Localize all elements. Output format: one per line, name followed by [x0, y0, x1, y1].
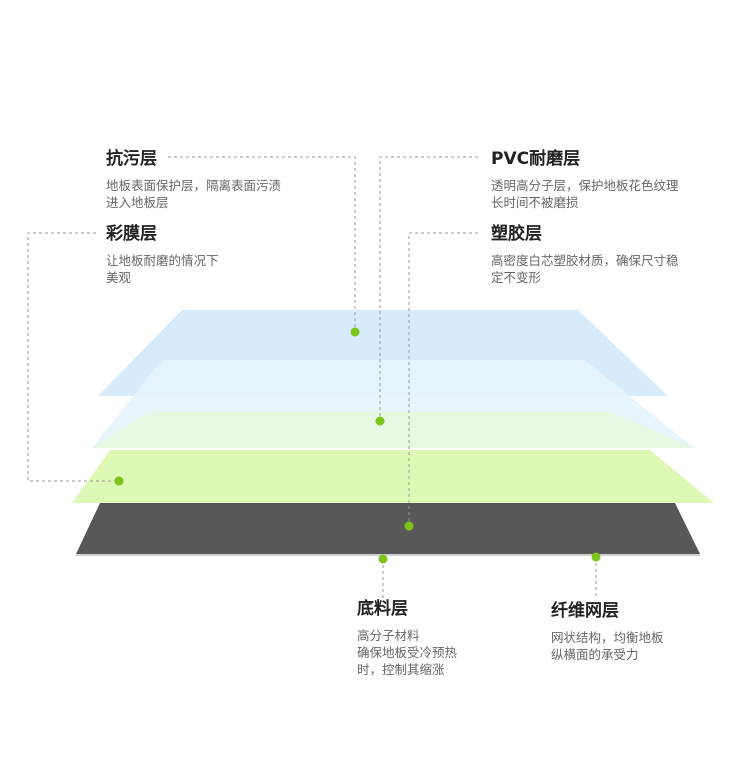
label-color-film-desc-line: 美观: [106, 270, 132, 285]
label-anti-stain-desc-line: 地板表面保护层，隔离表面污渍: [106, 178, 282, 193]
leader-line-plastic: [408, 232, 478, 526]
label-base-desc-line: 时，控制其缩涨: [357, 662, 445, 677]
label-anti-stain-desc: 地板表面保护层，隔离表面污渍 进入地板层: [106, 177, 281, 211]
label-pvc-wear-desc-line: 透明高分子层，保护地板花色纹理: [491, 178, 679, 193]
marker-dot-anti-stain: [350, 327, 360, 337]
label-base-desc-line: 高分子材料: [357, 628, 420, 643]
leader-line-color-film: [27, 232, 119, 482]
layer-color-film: [92, 412, 694, 448]
marker-dot-plastic: [404, 521, 414, 531]
label-base-title: 底料层: [357, 599, 408, 619]
label-pvc-wear-title: PVC耐磨层: [491, 149, 581, 169]
label-fiber-title: 纤维网层: [551, 601, 619, 621]
label-pvc-wear-desc-line: 长时间不被磨损: [491, 195, 579, 210]
label-color-film-desc-line: 让地板耐磨的情况下: [106, 253, 219, 268]
label-anti-stain: 抗污层 地板表面保护层，隔离表面污渍 进入地板层: [106, 149, 281, 211]
label-plastic-desc-line: 定不变形: [491, 270, 542, 285]
leader-line-pvc-wear: [379, 156, 478, 421]
layer-base-dark: [76, 503, 700, 554]
layer-plastic-green: [72, 450, 714, 503]
marker-dot-pvc-wear: [375, 416, 385, 426]
label-fiber-desc-line: 纵横面的承受力: [551, 647, 639, 662]
label-anti-stain-title: 抗污层: [106, 149, 157, 169]
leader-line-anti-stain: [168, 156, 356, 332]
label-plastic-title: 塑胶层: [491, 224, 542, 244]
label-plastic-desc: 高密度白芯塑胶材质，确保尺寸稳 定不变形: [491, 252, 679, 286]
label-base-desc-line: 确保地板受冷预热: [357, 645, 458, 660]
marker-dot-fiber: [591, 552, 601, 562]
label-fiber-desc: 网状结构，均衡地板 纵横面的承受力: [551, 629, 664, 663]
label-color-film-title: 彩膜层: [106, 224, 157, 244]
label-plastic: 塑胶层 高密度白芯塑胶材质，确保尺寸稳 定不变形: [491, 224, 679, 286]
label-color-film-desc: 让地板耐磨的情况下 美观: [106, 252, 219, 286]
label-base: 底料层 高分子材料 确保地板受冷预热 时，控制其缩涨: [357, 599, 457, 678]
label-pvc-wear: PVC耐磨层 透明高分子层，保护地板花色纹理 长时间不被磨损: [491, 149, 679, 211]
label-fiber: 纤维网层 网状结构，均衡地板 纵横面的承受力: [551, 601, 664, 663]
marker-dot-color-film: [114, 476, 124, 486]
label-color-film: 彩膜层 让地板耐磨的情况下 美观: [106, 224, 219, 286]
label-plastic-desc-line: 高密度白芯塑胶材质，确保尺寸稳: [491, 253, 679, 268]
marker-dot-base: [378, 554, 388, 564]
label-pvc-wear-desc: 透明高分子层，保护地板花色纹理 长时间不被磨损: [491, 177, 679, 211]
label-base-desc: 高分子材料 确保地板受冷预热 时，控制其缩涨: [357, 627, 457, 678]
label-fiber-desc-line: 网状结构，均衡地板: [551, 630, 664, 645]
label-anti-stain-desc-line: 进入地板层: [106, 195, 169, 210]
